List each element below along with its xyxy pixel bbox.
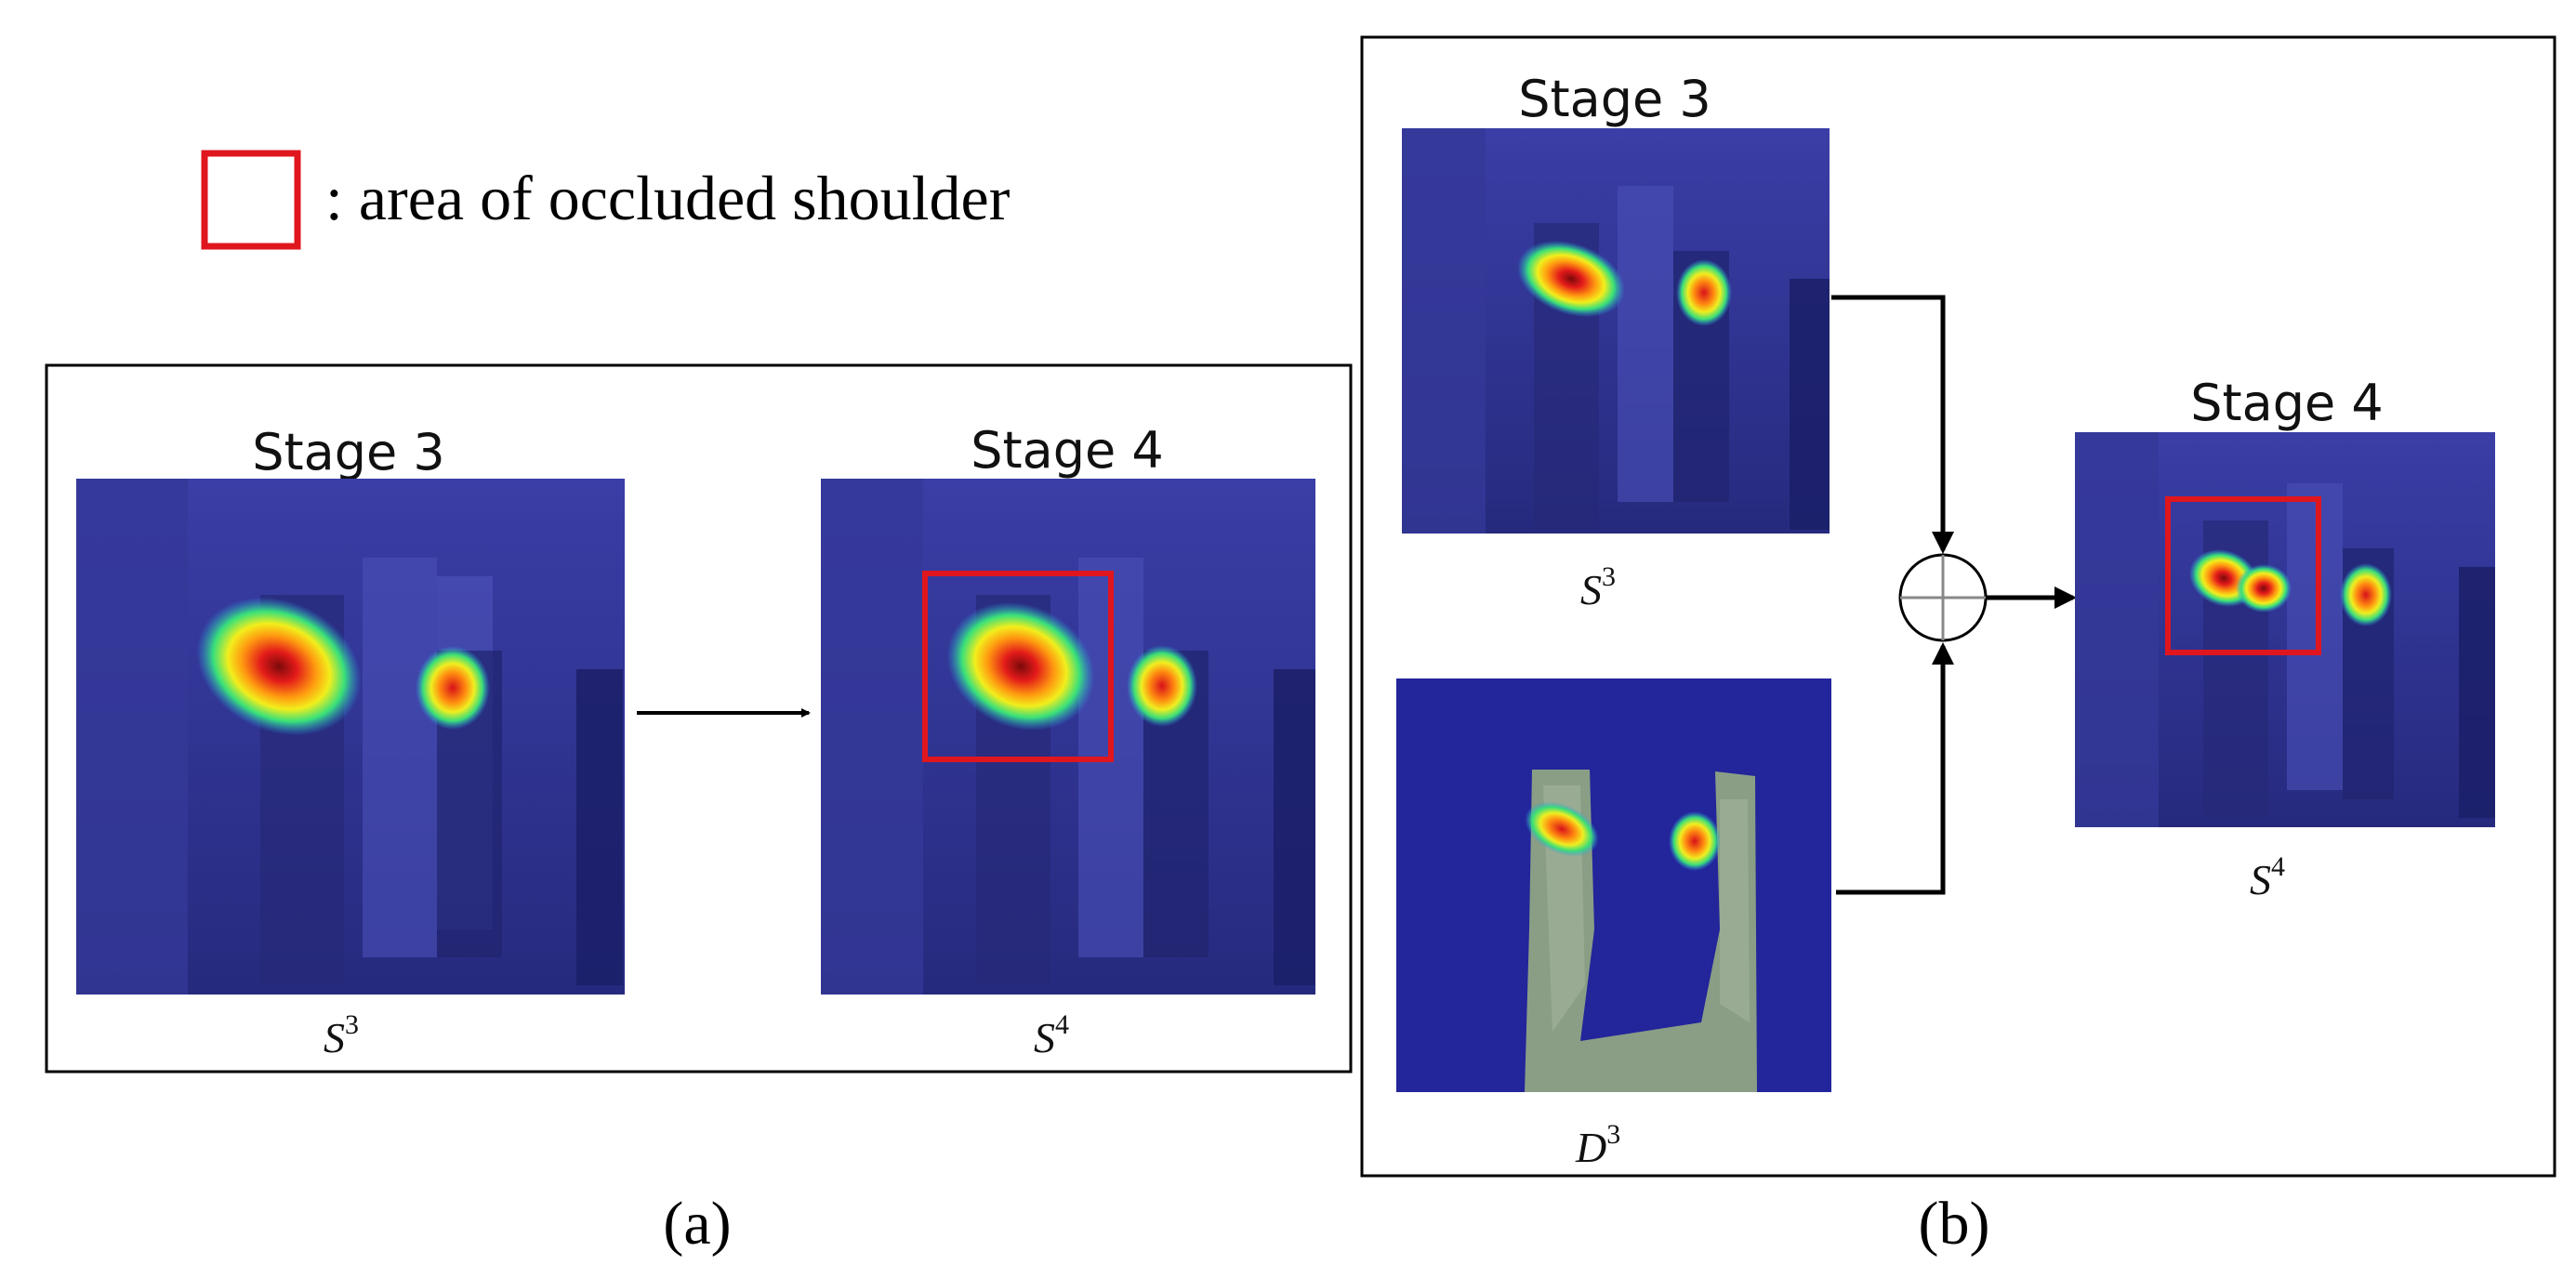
panel-b-caption: (b): [1919, 1190, 1990, 1258]
panel-b-top-title: Stage 3: [1518, 70, 1711, 128]
panel-b-top-label: S3: [1580, 561, 1616, 613]
panel-b-stage3-heatmap: [1402, 128, 1830, 534]
panel-b-output-label: S4: [2250, 851, 2285, 903]
legend: : area of occluded shoulder: [201, 150, 1011, 250]
legend-box-swatch: [201, 150, 301, 250]
panel-a: Stage 3 Stage 4 S3: [45, 363, 1353, 1074]
panel-b-stage4-heatmap: [2075, 432, 2495, 827]
panel-b-output-title: Stage 4: [2190, 374, 2384, 432]
svg-text:S3: S3: [324, 1009, 359, 1061]
sum-operator-icon: [1898, 553, 1988, 642]
panel-a-left-label: S3: [324, 1009, 359, 1061]
panel-b-depth-map: [1396, 679, 1831, 1092]
occluded-shoulder-box-b: [2165, 496, 2321, 655]
svg-text:D3: D3: [1575, 1119, 1620, 1171]
panel-a-left-title: Stage 3: [252, 423, 445, 481]
legend-text: : area of occluded shoulder: [325, 163, 1011, 233]
svg-text:S3: S3: [1580, 561, 1616, 613]
panel-a-caption: (a): [663, 1190, 731, 1258]
occluded-shoulder-box-a: [922, 571, 1114, 762]
svg-text:S4: S4: [1034, 1009, 1069, 1061]
connector-from-stage3: [1831, 295, 1954, 554]
panel-a-stage3-heatmap: [76, 479, 625, 995]
panel-a-right-title: Stage 4: [971, 421, 1164, 480]
svg-text:S4: S4: [2250, 851, 2285, 903]
panel-b: Stage 3 S3 D3: [1360, 35, 2556, 1178]
panel-a-right-label: S4: [1034, 1009, 1069, 1061]
panel-b-bottom-label: D3: [1575, 1119, 1620, 1171]
panel-a-stage4-heatmap: [821, 479, 1315, 995]
connector-from-depth: [1836, 642, 1954, 895]
